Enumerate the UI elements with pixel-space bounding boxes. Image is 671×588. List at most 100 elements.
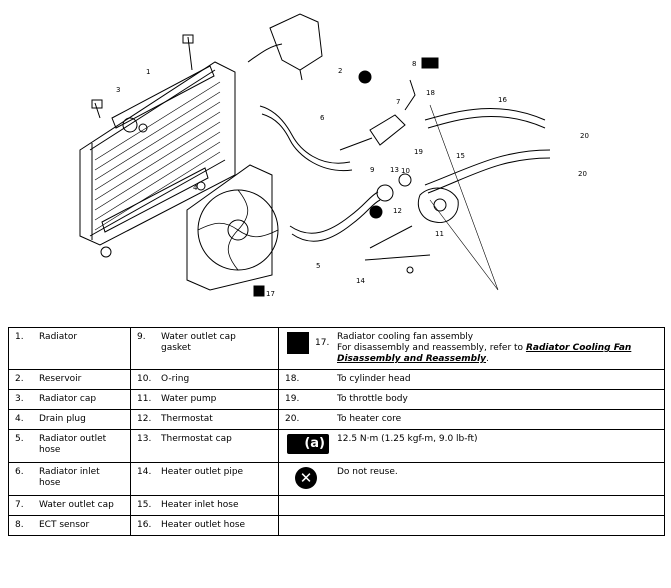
callout-20-upper: 20 <box>580 132 589 140</box>
part-number: 13. <box>137 434 152 444</box>
part-label: Thermostat cap <box>161 434 232 444</box>
legend-cell: 8. ECT sensor <box>8 515 131 536</box>
disassembly-reference-link[interactable]: Radiator Cooling Fan Disassembly and Rea… <box>337 343 632 364</box>
legend-cell: 10. O-ring <box>130 369 279 390</box>
callout-1: 1 <box>146 68 150 76</box>
cross-icon: ✕ <box>295 467 317 489</box>
legend-row: 5. Radiator outlet hose 13. Thermostat cap (… <box>8 429 665 463</box>
legend-cell: (a) 12.5 N·m (1.25 kgf-m, 9.0 lb-ft) <box>278 429 665 463</box>
legend-cell: 12. Thermostat <box>130 409 279 430</box>
part-label: Heater outlet pipe <box>161 467 244 477</box>
part-number: 3. <box>15 394 24 404</box>
legend-row: 1. Radiator 9.Water outlet cap gasket 17. Ra… <box>8 327 665 370</box>
hoses-drawing <box>259 104 551 291</box>
legend-cell: 5. Radiator outlet hose <box>8 429 131 463</box>
legend-cell: 1. Radiator <box>8 327 131 370</box>
part-label: Reservoir <box>39 374 82 384</box>
part-number: 19. <box>285 394 300 404</box>
part-number: 10. <box>137 374 152 384</box>
engine-parts-drawing <box>339 79 459 274</box>
callout-6: 6 <box>320 114 325 122</box>
legend-row: 6.Radiator inlet hose 14. Heater outlet pi… <box>8 462 665 496</box>
do-not-reuse-icon: ✕ <box>285 467 337 491</box>
legend-cell: 19. To throttle body <box>278 389 665 410</box>
part-number: 18. <box>285 374 300 384</box>
legend-cell: 11. Water pump <box>130 389 279 410</box>
part-label: Radiator <box>39 332 78 342</box>
part-label: To cylinder head <box>337 374 411 384</box>
legend-cell: 20.To heater core <box>278 409 665 430</box>
part-number: 16. <box>137 520 152 530</box>
fan-assembly-icon: 17. <box>285 332 337 356</box>
part-number: 6. <box>15 467 24 477</box>
legend-cell: 9.Water outlet cap gasket <box>130 327 279 370</box>
part-label: ECT sensor <box>39 520 90 530</box>
callout-20-lower: 20 <box>578 170 587 178</box>
part-number: 4. <box>15 414 24 424</box>
radiator-drawing <box>79 34 236 258</box>
part-label: Radiator outlet hose <box>39 434 107 455</box>
reference-end: . <box>486 354 489 364</box>
part-label: Water outlet cap gasket <box>161 332 236 353</box>
callout-10: 10 <box>401 167 410 175</box>
reservoir-drawing <box>247 13 323 81</box>
legend-row: 3. Radiator cap 11. Water pump 19. To throttl… <box>8 389 665 410</box>
part-label: 12.5 N·m (1.25 kgf-m, 9.0 lb-ft) <box>337 434 478 444</box>
callout-7: 7 <box>396 98 400 106</box>
callout-13: 13 <box>390 166 399 174</box>
part-label: Radiator cap <box>39 394 97 404</box>
callout-19: 19 <box>414 148 423 156</box>
callout-9: 9 <box>370 166 374 174</box>
torque-symbol <box>421 57 439 69</box>
part-number: 11. <box>137 394 152 404</box>
legend-cell: 4. Drain plug <box>8 409 131 430</box>
part-number: 14. <box>137 467 152 477</box>
part-number: 7. <box>15 500 24 510</box>
legend-cell: 7. Water outlet cap <box>8 495 131 516</box>
legend-cell: 6.Radiator inlet hose <box>8 462 131 496</box>
part-label: Drain plug <box>39 414 86 424</box>
legend-row: 7. Water outlet cap 15.Heater inlet hose <box>8 495 665 516</box>
fan-assembly-symbol <box>253 285 265 297</box>
part-label: Water outlet cap <box>39 500 114 510</box>
exploded-cooling-system-diagram: 1 2 3 4 5 6 7 8 9 10 11 12 13 14 15 16 1… <box>79 13 589 298</box>
part-number: 12. <box>137 414 152 424</box>
callout-5: 5 <box>316 262 320 270</box>
callout-14: 14 <box>356 277 365 285</box>
torque-icon: (a) <box>285 434 337 458</box>
callout-16: 16 <box>498 96 507 104</box>
reference-text: For disassembly and reassembly, refer to <box>337 343 524 353</box>
legend-cell: 15.Heater inlet hose <box>130 495 279 516</box>
torque-label: (a) <box>287 434 329 454</box>
callout-18: 18 <box>426 89 435 97</box>
legend-cell <box>278 515 665 536</box>
legend-cell: 3. Radiator cap <box>8 389 131 410</box>
do-not-reuse-symbols <box>358 70 383 219</box>
part-label: Thermostat <box>161 414 213 424</box>
part-label: To throttle body <box>337 394 408 404</box>
callout-8: 8 <box>412 60 416 68</box>
legend-row: 4. Drain plug 12. Thermostat 20.To heater co… <box>8 409 665 430</box>
part-number: 17. <box>315 338 330 348</box>
part-label: Heater inlet hose <box>161 500 239 510</box>
callout-12: 12 <box>393 207 402 215</box>
parts-legend-table: 1. Radiator 9.Water outlet cap gasket 17. Ra… <box>8 327 665 536</box>
legend-cell <box>278 495 665 516</box>
callout-3: 3 <box>116 86 120 94</box>
part-number: 8. <box>15 520 24 530</box>
callout-11: 11 <box>435 230 444 238</box>
cooling-fan-drawing <box>186 164 279 291</box>
part-number: 5. <box>15 434 24 444</box>
wrench-icon <box>287 332 309 354</box>
part-label: Water pump <box>161 394 217 404</box>
legend-cell: 16. Heater outlet hose <box>130 515 279 536</box>
part-label: Heater outlet hose <box>161 520 246 530</box>
callout-2: 2 <box>338 67 342 75</box>
callout-4: 4 <box>193 184 198 192</box>
legend-cell: ✕Do not reuse. <box>278 462 665 496</box>
callout-17: 17 <box>266 290 275 298</box>
legend-row: 8. ECT sensor 16. Heater outlet hose <box>8 515 665 536</box>
part-number: 1. <box>15 332 24 342</box>
part-label: O-ring <box>161 374 190 384</box>
